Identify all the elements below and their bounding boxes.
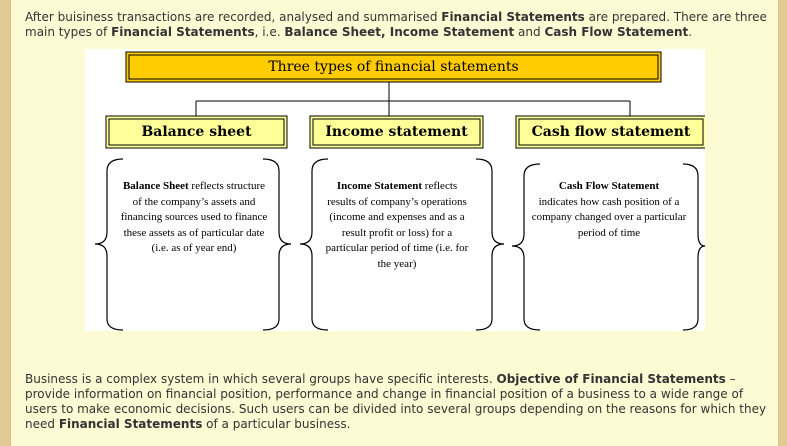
- label-box-balance: [105, 115, 288, 149]
- intro-text: .: [688, 25, 693, 39]
- outro-paragraph: Business is a complex system in which se…: [25, 372, 767, 432]
- label-box-income: [309, 115, 484, 149]
- diagram-title: Three types of financial statements: [268, 59, 519, 75]
- label-income-statement: Income statement: [325, 124, 468, 140]
- intro-bold: Balance Sheet, Income Statement: [284, 25, 515, 39]
- desc-text: reflects structure of the company’s asse…: [120, 180, 268, 255]
- brace-left-1: [94, 158, 124, 331]
- intro-text: are prepared. There are three main types…: [25, 10, 767, 39]
- financial-statements-diagram: Three types of financial statements Bala…: [85, 49, 705, 331]
- outro-text: of a particular business.: [202, 417, 351, 431]
- outro-text: Business is a complex system in which se…: [25, 372, 497, 386]
- cash-flow-description: Cash Flow Statement indicates how cash p…: [529, 179, 689, 241]
- desc-text: reflects results of company’s operations…: [325, 180, 469, 270]
- content-panel: After buisiness transactions are recorde…: [10, 0, 779, 446]
- income-statement-description: Income Statement reflects results of com…: [322, 179, 472, 273]
- intro-bold: Financial Statements: [111, 25, 255, 39]
- balance-sheet-description: Balance Sheet reflects structure of the …: [119, 179, 269, 257]
- diagram-graphics: [94, 51, 705, 331]
- outro-text: – provide information on financial posit…: [25, 372, 767, 431]
- intro-text: and: [514, 25, 545, 39]
- desc-term: Balance Sheet: [122, 180, 189, 192]
- brace-left-2: [299, 158, 329, 331]
- title-box: [125, 51, 662, 83]
- intro-text: , i.e.: [254, 25, 285, 39]
- intro-text: After buisiness transactions are recorde…: [25, 10, 442, 24]
- outro-bold: Financial Statements: [58, 417, 203, 431]
- title-box-inner: [128, 54, 659, 80]
- label-balance-sheet: Balance sheet: [141, 124, 252, 140]
- intro-bold: Financial Statements: [441, 10, 585, 24]
- label-cash-flow-statement: Cash flow statement: [531, 124, 691, 140]
- intro-bold: Cash Flow Statement: [544, 25, 689, 39]
- label-box-cashflow: [515, 115, 705, 149]
- desc-text: indicates how cash position of a company…: [531, 195, 687, 239]
- label-box-income-inner: [312, 118, 481, 146]
- brace-right-1: [262, 158, 292, 331]
- brace-right-2: [475, 158, 505, 331]
- label-box-balance-inner: [108, 118, 285, 146]
- desc-term: Cash Flow Statement: [558, 180, 660, 192]
- label-box-cashflow-inner: [518, 118, 704, 146]
- brace-left-3: [511, 163, 541, 331]
- outro-bold: Objective of Financial Statements: [496, 372, 726, 386]
- intro-paragraph: After buisiness transactions are recorde…: [25, 10, 767, 40]
- brace-right-3: [682, 163, 705, 331]
- desc-term: Income Statement: [336, 180, 423, 192]
